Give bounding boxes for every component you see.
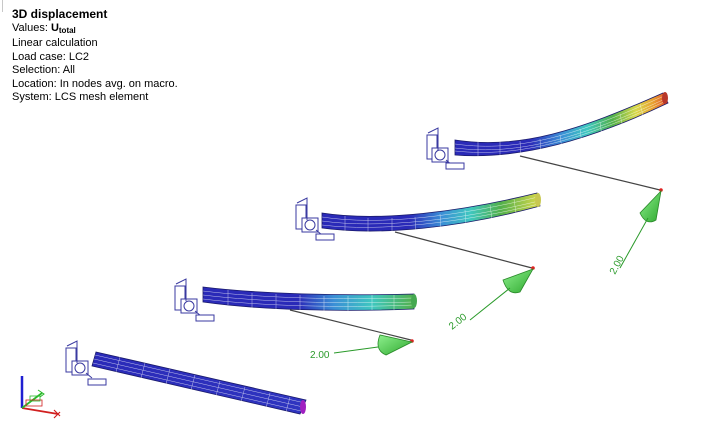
beam-a-end-cap (662, 92, 668, 104)
load-case: Load case: LC2 (12, 50, 90, 63)
result-info-panel: 3D displacement Values: Utotal Linear ca… (12, 7, 178, 105)
beam-b-group[interactable]: 2.00 (295, 192, 541, 332)
values-symbol: U (50, 21, 59, 34)
result-title: 3D displacement (12, 7, 108, 21)
location: Location: In nodes avg. on macro. (12, 77, 178, 90)
beam-b-load-point (531, 266, 535, 270)
beam-d-end-cap (300, 400, 306, 414)
beam-a-group[interactable]: 2.00 (426, 92, 669, 277)
beam-a-load-point (659, 188, 663, 192)
viewport-corner-mark (2, 0, 3, 12)
beam-b-load-lever (394, 231, 533, 269)
beam-c-end-cap (411, 294, 417, 308)
load-label-b: 2.00 (447, 311, 469, 332)
beam-b-mesh (321, 196, 540, 233)
values-label: Values: (12, 21, 51, 34)
beam-d-group[interactable] (65, 340, 307, 415)
coordinate-system: System: LCS mesh element (12, 91, 149, 103)
beam-a-load-lever (519, 155, 661, 191)
beam-b-body[interactable] (321, 192, 541, 232)
load-label-c: 2.00 (310, 350, 330, 361)
point-load-cone-icon (333, 334, 414, 356)
support-b (295, 197, 335, 241)
support-a (426, 127, 465, 170)
point-load-cone-icon (619, 189, 662, 269)
support-c (174, 278, 215, 322)
calculation-type: Linear calculation (12, 37, 98, 49)
beam-c-group[interactable]: 2.00 (174, 278, 417, 361)
values-line: Values: Utotal (12, 22, 178, 38)
beam-c-load-lever (289, 309, 412, 341)
support-d (65, 340, 107, 386)
beam-a-mesh (454, 95, 667, 157)
beam-b-end-cap (535, 193, 541, 207)
values-subscript: total (58, 25, 76, 35)
beam-c-mesh (202, 290, 415, 311)
coordinate-axes-icon (20, 376, 61, 419)
load-label-a: 2.00 (608, 254, 627, 277)
point-load-cone-icon (469, 268, 534, 321)
selection: Selection: All (12, 64, 75, 76)
beam-d-mesh (92, 354, 306, 413)
beam-c-body[interactable] (202, 286, 415, 311)
